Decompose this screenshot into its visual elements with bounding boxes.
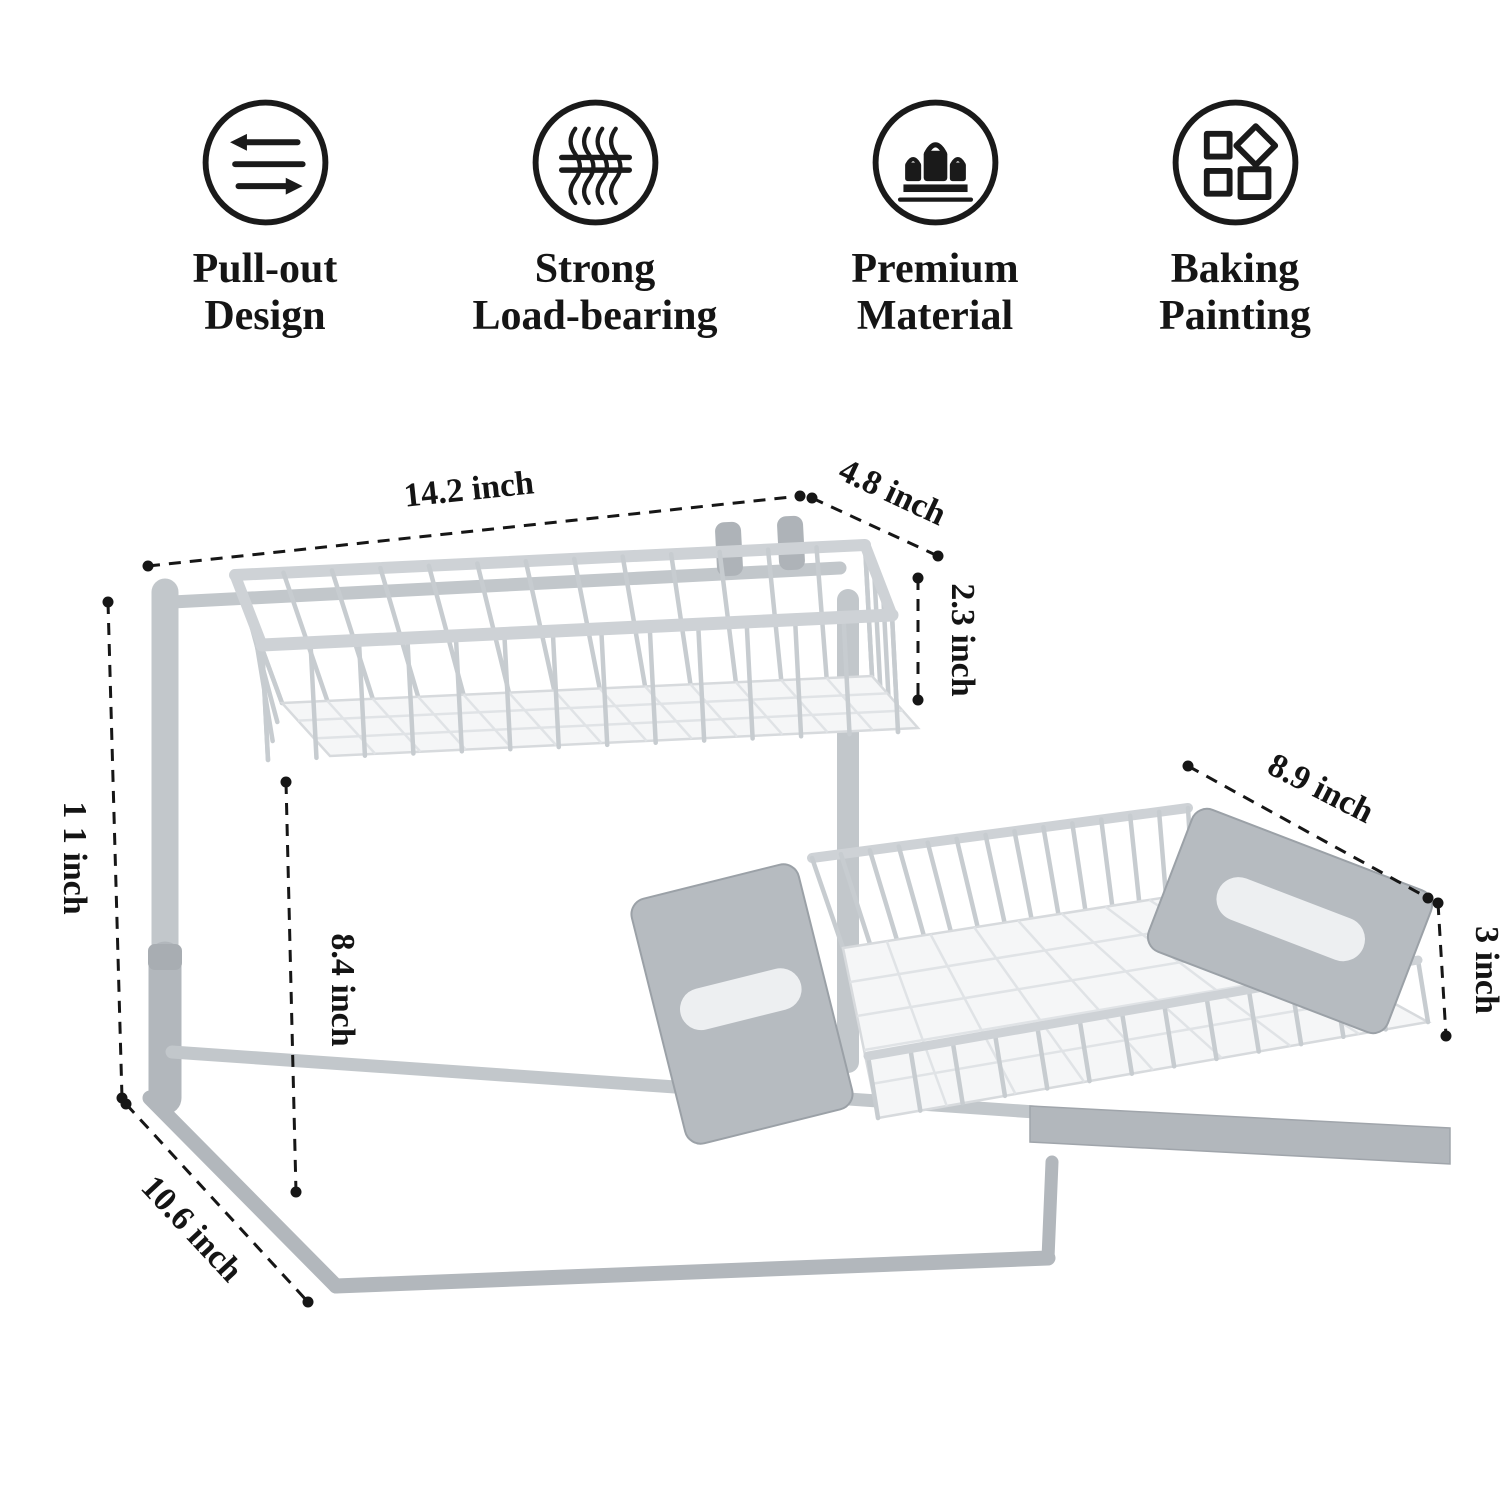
baking-painting-icon [1172, 99, 1298, 226]
dimension-label-top-width: 14.2 inch [402, 464, 536, 514]
right-panel-handle-cutout [1216, 877, 1365, 962]
dimension-label-top-basket-height: 2.3 inch [944, 583, 981, 696]
dimension-shelf-clearance: 8.4 inch [280, 776, 361, 1198]
feature-premium-material: Premium Material [770, 95, 1100, 340]
feature-pull-out-design: Pull-out Design [130, 95, 400, 340]
dimension-bottom-basket-height: 3 inch [1432, 897, 1500, 1042]
feature-label: Pull-out Design [193, 246, 338, 340]
dimension-top-basket-height: 2.3 inch [912, 572, 981, 706]
height-adjust-clamp [148, 944, 182, 970]
bottom-basket-right-panel [1146, 807, 1434, 1035]
feature-label-line: Baking [1170, 246, 1300, 292]
dimension-label-bottom-depth: 8.9 inch [1262, 746, 1380, 830]
feature-label-line: Material [856, 293, 1014, 340]
feature-label-line: Painting [1159, 293, 1311, 340]
dimension-overall-height: 1 1 inch [56, 596, 128, 1104]
slide-rail [1029, 1105, 1451, 1165]
load-bearing-icon [532, 99, 658, 226]
feature-strong-load-bearing: Strong Load-bearing [430, 95, 760, 340]
feature-label-line: Premium [851, 246, 1019, 292]
top-basket-front-wires [259, 612, 901, 763]
feature-baking-painting: Baking Painting [1080, 95, 1390, 340]
bottom-basket-left-panel [630, 863, 854, 1145]
feature-label-line: Pull-out [192, 246, 338, 292]
feature-label-line: Load-bearing [472, 293, 718, 340]
feature-label: Baking Painting [1159, 246, 1311, 340]
dimension-label-bottom-basket-height: 3 inch [1468, 926, 1500, 1014]
base-left-rail [142, 1090, 344, 1294]
feature-label: Premium Material [851, 246, 1018, 340]
pull-out-icon [202, 99, 328, 226]
feature-label-line: Strong [534, 246, 656, 292]
dimension-label-overall-height: 1 1 inch [56, 801, 93, 914]
feature-label: Strong Load-bearing [472, 246, 717, 340]
dimension-label-shelf-clearance: 8.4 inch [324, 933, 361, 1046]
premium-material-icon [872, 99, 998, 226]
top-basket [229, 515, 921, 763]
dimension-label-top-depth: 4.8 inch [833, 452, 951, 533]
dimension-base-depth: 10.6 inch [120, 1098, 314, 1308]
bottom-basket-back-wires [809, 805, 1196, 951]
base-front-rail [328, 1250, 1056, 1294]
feature-label-line: Design [204, 293, 326, 340]
left-panel-handle-cutout [680, 968, 802, 1031]
bottom-basket [630, 803, 1434, 1145]
